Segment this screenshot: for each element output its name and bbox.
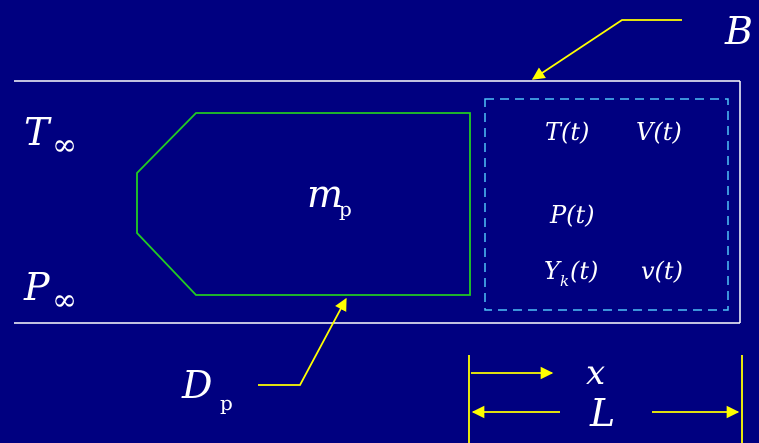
svg-text:P: P xyxy=(23,265,51,309)
particle-body xyxy=(136,112,471,296)
ambient-pressure-label: P ∞ xyxy=(23,265,77,318)
svg-text:p: p xyxy=(220,391,233,415)
svg-text:p: p xyxy=(339,197,352,221)
arrow-icon xyxy=(531,19,682,80)
particle-mass-label: m p xyxy=(307,172,352,221)
species-fraction-label: Y k (t) xyxy=(544,257,598,290)
position-label: x xyxy=(586,353,605,393)
ambient-temperature-label: T ∞ xyxy=(24,110,77,163)
svg-text:B: B xyxy=(724,9,753,53)
volume-label: V(t) xyxy=(636,118,682,146)
control-volume xyxy=(484,98,729,311)
arrow-icon xyxy=(258,297,347,386)
svg-text:∞: ∞ xyxy=(52,128,77,163)
svg-text:∞: ∞ xyxy=(52,283,77,318)
svg-text:D: D xyxy=(181,363,212,407)
pressure-label: P(t) xyxy=(549,201,595,229)
temperature-label: T(t) xyxy=(545,118,589,146)
particle-diameter-label: D p xyxy=(181,363,233,415)
svg-text:Y: Y xyxy=(544,257,562,285)
svg-text:T: T xyxy=(24,110,52,154)
length-label: L xyxy=(589,391,615,435)
boundary-label: B xyxy=(724,9,753,53)
specific-volume-label: v(t) xyxy=(641,257,683,285)
svg-text:(t): (t) xyxy=(570,257,598,285)
svg-text:k: k xyxy=(560,272,569,290)
svg-text:m: m xyxy=(307,172,343,216)
